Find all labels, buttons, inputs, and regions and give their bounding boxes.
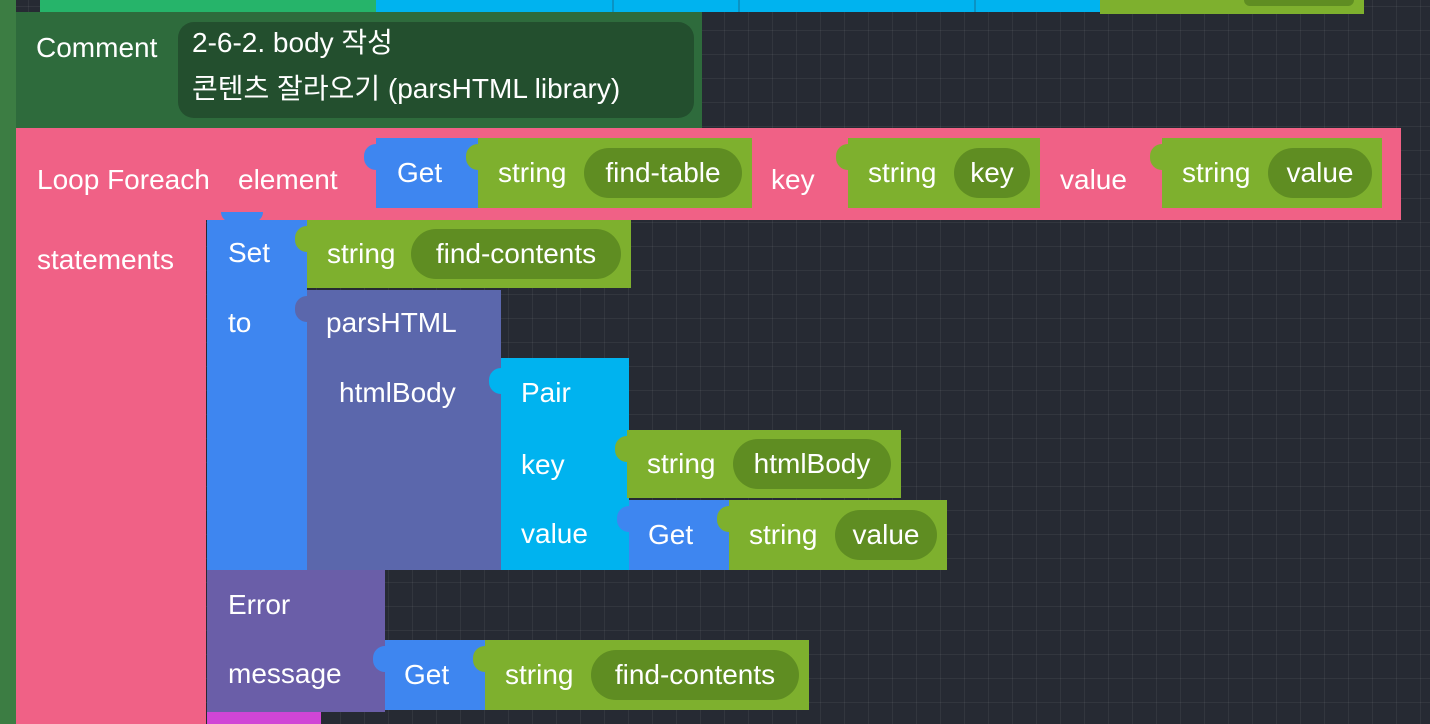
element-string-block[interactable]: string find-table	[466, 138, 752, 208]
loop-statements-label: statements	[37, 244, 174, 275]
outer-container-block[interactable]	[0, 0, 16, 724]
next-statement-block[interactable]	[207, 712, 321, 724]
error-message-get-connector	[373, 646, 385, 672]
prev-block-divider-3	[974, 0, 976, 12]
set-var-string-block[interactable]: string find-contents	[295, 220, 631, 288]
pair-value-string-type: string	[749, 519, 818, 550]
set-to-label: to	[228, 307, 252, 338]
pair-label: Pair	[521, 377, 571, 408]
pair-value-string-connector	[717, 506, 729, 532]
loop-element-label: element	[238, 164, 338, 195]
error-message-string-type: string	[505, 659, 574, 690]
prev-block-divider-2	[738, 0, 740, 12]
loop-foreach-body-bar[interactable]	[16, 220, 206, 724]
error-message-string-value[interactable]: find-contents	[591, 650, 799, 700]
set-block[interactable]: Set to	[207, 212, 307, 570]
parsehtml-block[interactable]: parsHTML htmlBody	[295, 290, 501, 570]
loop-value-label: value	[1060, 164, 1127, 195]
pair-value-string-block[interactable]: string value	[717, 500, 947, 570]
key-string-connector	[836, 144, 848, 170]
pair-value-get-block[interactable]: Get	[617, 500, 731, 570]
comment-text-box[interactable]: 2-6-2. body 작성 콘텐츠 잘라오기 (parsHTML librar…	[178, 22, 694, 118]
element-get-label: Get	[397, 157, 443, 188]
pair-key-string-connector	[615, 436, 627, 462]
pair-key-label: key	[521, 449, 565, 480]
element-get-connector	[364, 144, 376, 170]
pair-value-get-label: Get	[648, 519, 694, 550]
loop-key-label: key	[771, 164, 815, 195]
value-string-block[interactable]: string value	[1150, 138, 1382, 208]
parsehtml-connector	[295, 296, 307, 322]
error-message-label: message	[228, 658, 342, 689]
pair-key-string-block[interactable]: string htmlBody	[615, 430, 901, 498]
parsehtml-label: parsHTML	[326, 307, 457, 338]
set-var-string-value[interactable]: find-contents	[411, 229, 621, 279]
element-string-type: string	[498, 157, 567, 188]
value-string-connector	[1150, 144, 1162, 170]
comment-label: Comment	[36, 32, 158, 63]
set-var-string-type: string	[327, 238, 396, 269]
pair-key-string-value[interactable]: htmlBody	[733, 439, 891, 489]
prev-block-green[interactable]	[40, 0, 376, 12]
prev-block-divider-1	[612, 0, 614, 12]
loop-foreach-title: Loop Foreach	[37, 164, 210, 195]
parsehtml-param-label: htmlBody	[339, 377, 456, 408]
pair-value-get-connector	[617, 506, 629, 532]
key-string-type: string	[868, 157, 937, 188]
error-block[interactable]: Error message	[207, 570, 385, 712]
pair-key-string-type: string	[647, 448, 716, 479]
element-string-value[interactable]: find-table	[584, 148, 742, 198]
error-label: Error	[228, 589, 291, 620]
pair-value-string-value[interactable]: value	[835, 510, 937, 560]
key-string-block[interactable]: string key	[836, 138, 1040, 208]
error-message-get-label: Get	[404, 659, 450, 690]
error-message-get-block[interactable]: Get	[373, 640, 487, 710]
set-var-connector	[295, 226, 307, 252]
comment-text-line-2: 콘텐츠 잘라오기 (parsHTML library)	[192, 73, 621, 104]
element-string-connector	[466, 144, 478, 170]
set-block-notch	[221, 212, 263, 222]
pair-value-label: value	[521, 518, 588, 549]
comment-text-line-1: 2-6-2. body 작성	[192, 27, 393, 58]
value-string-value[interactable]: value	[1268, 148, 1372, 198]
comment-block[interactable]: Comment 2-6-2. body 작성 콘텐츠 잘라오기 (parsHTM…	[16, 12, 702, 136]
pair-connector	[489, 368, 501, 394]
prev-block-string-pill	[1244, 0, 1354, 6]
error-message-string-connector	[473, 646, 485, 672]
set-label: Set	[228, 237, 271, 268]
element-get-block[interactable]: Get	[364, 138, 480, 208]
pair-block[interactable]: Pair key value	[489, 358, 629, 570]
value-string-type: string	[1182, 157, 1251, 188]
error-message-string-block[interactable]: string find-contents	[473, 640, 809, 710]
key-string-value[interactable]: key	[954, 148, 1030, 198]
